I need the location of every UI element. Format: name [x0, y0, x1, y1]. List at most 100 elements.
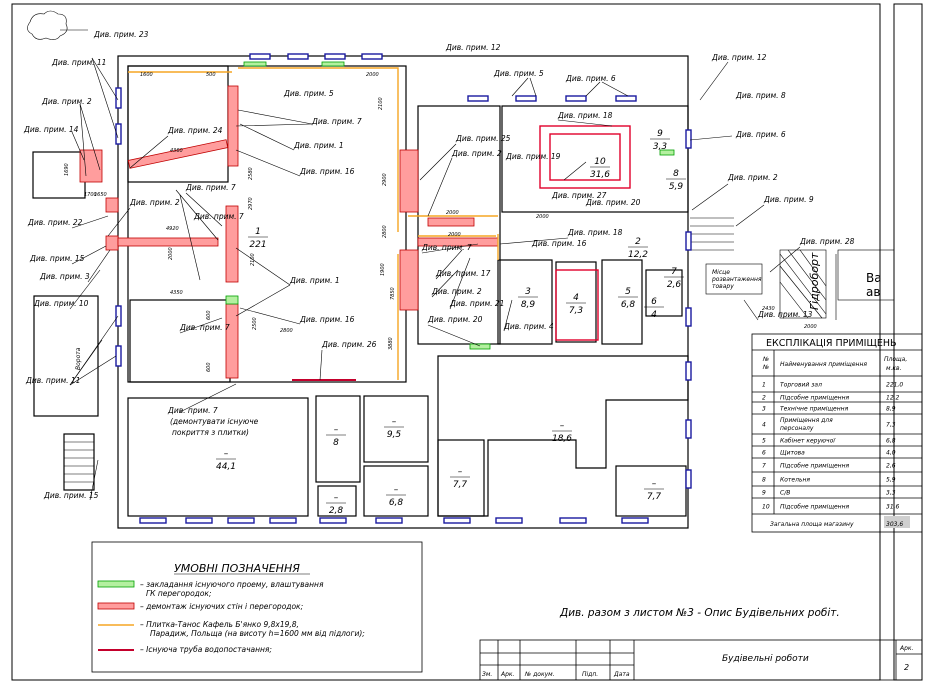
dimension-label: 1700	[84, 192, 97, 198]
leader-line	[179, 383, 237, 413]
note-n20b: Див. прим. 20	[427, 315, 483, 324]
room-18-number: –	[652, 479, 657, 489]
note-n7c: Див. прим. 7	[421, 243, 472, 252]
leader-line	[79, 103, 101, 171]
leader-line	[129, 135, 169, 169]
demolition-walls	[79, 85, 499, 379]
room-3-number: 9	[657, 129, 663, 139]
note-n23: Див. прим. 23	[93, 30, 149, 39]
room-1-number: 1	[255, 227, 261, 237]
leader-line	[91, 57, 119, 139]
building-walls	[32, 55, 689, 529]
room-15-number: –	[394, 485, 399, 495]
tb-col-date: Дата	[613, 671, 630, 678]
explication-row-2-area: 12,2	[886, 395, 900, 402]
dimension-label: 2800	[382, 225, 388, 238]
explication-row-7-name: Підсобне приміщення	[780, 463, 850, 470]
room-10-number: 6	[651, 297, 657, 307]
note-n12b: Див. прим. 12	[711, 53, 767, 62]
tb-col-ark: Арк.	[500, 671, 515, 678]
explication-row-1-no: 1	[762, 382, 766, 389]
note-n9: Див. прим. 9	[763, 195, 814, 204]
room-16-area: 7,7	[453, 480, 468, 490]
note-n6b: Див. прим. 6	[735, 130, 786, 139]
explication-row-4-name: Приміщення для	[780, 417, 833, 424]
leader-line	[499, 237, 569, 245]
leader-line	[185, 192, 223, 227]
note-n4: Див. прим. 4	[503, 322, 554, 331]
note-n16a: Див. прим. 16	[299, 167, 355, 176]
explication-row-5-no: 5	[762, 438, 766, 445]
leader-line	[435, 249, 463, 280]
note-7-demount-1: Див. прим. 7	[167, 406, 218, 415]
leader-line	[235, 247, 291, 286]
note-n21: Див. прим. 21	[449, 299, 504, 308]
loading-area	[705, 249, 895, 320]
room-14-number: –	[334, 493, 339, 503]
legend: УМОВНІ ПОЗНАЧЕННЯ – закладання існуючого…	[91, 541, 423, 673]
legend-4-line-1: – Існуюча труба водопостачання;	[140, 645, 272, 654]
leader-line	[689, 135, 733, 141]
room-12-number: –	[334, 425, 339, 435]
note-n12a: Див. прим. 12	[445, 43, 501, 52]
dimension-label: 2000	[804, 324, 817, 330]
room-16-number: –	[458, 467, 463, 477]
explication-row-10-no: 10	[762, 504, 770, 511]
tb-col-zm: Зм.	[482, 671, 492, 678]
annotation-leaders	[60, 29, 801, 501]
dimension-label: 2000	[446, 210, 459, 216]
room-2-number: 10	[594, 157, 606, 167]
note-n26: Див. прим. 26	[321, 340, 377, 349]
leader-line	[699, 61, 729, 101]
explication-row-9-no: 9	[762, 490, 766, 497]
leader-line	[89, 459, 99, 501]
leader-line	[735, 204, 765, 227]
legend-title: УМОВНІ ПОЗНАЧЕННЯ	[174, 562, 300, 575]
dimension-label: 2900	[382, 173, 388, 186]
dimension-label: 3880	[388, 337, 394, 350]
note-n27: Див. прим. 27	[551, 191, 607, 200]
tb-sheet-label: Арк.	[899, 645, 914, 652]
leader-line	[431, 269, 459, 298]
tile-outline	[128, 67, 499, 380]
explication-row-4-area: 7,3	[886, 422, 896, 429]
dimension-label: 4350	[170, 290, 183, 296]
note-n24: Див. прим. 24	[167, 126, 223, 135]
note-n5a: Див. прим. 5	[493, 69, 544, 78]
header-no-2: №	[762, 364, 769, 371]
room-12-area: 8	[333, 438, 339, 448]
leader-line	[427, 324, 481, 347]
note-7-demount-3: покриття з плитки)	[172, 428, 249, 437]
leader-line	[69, 315, 119, 386]
room-15-area: 6,8	[389, 498, 404, 508]
legend-1-line-1: – закладання існуючого проему, влаштуван…	[140, 580, 324, 589]
header-area-1: Площа,	[884, 356, 907, 363]
explication-row-6-area: 4,0	[886, 450, 896, 457]
room-18-area: 7,7	[647, 492, 662, 502]
leader-line	[239, 307, 301, 325]
note-n16b: Див. прим. 16	[531, 239, 587, 248]
leader-line	[503, 299, 513, 332]
cloud-symbol	[27, 10, 68, 40]
partial-right-1: Ва	[866, 271, 882, 285]
total-value: 303,6	[886, 521, 903, 528]
room-3-area: 3,3	[653, 142, 668, 152]
dimension-label: 500	[206, 72, 216, 78]
room-4-area: 5,9	[669, 182, 684, 192]
note-n15b: Див. прим. 15	[43, 491, 99, 500]
leader-line	[235, 284, 291, 317]
header-name: Найменування приміщення	[780, 361, 867, 368]
explication-row-3-no: 3	[762, 406, 766, 413]
leader-line	[239, 123, 295, 151]
leader-line	[235, 149, 301, 177]
side-strip	[893, 3, 923, 681]
room-7-area: 8,9	[521, 300, 536, 310]
dimension-label: 2800	[280, 328, 293, 334]
note-7-demount-2: (демонтувати існуюче	[170, 417, 259, 426]
room-5-area: 12,2	[628, 250, 648, 260]
explication-row-6-no: 6	[762, 450, 766, 457]
dimension-label: 1690	[64, 163, 70, 176]
dimension-label: 600	[206, 362, 212, 372]
explication-title: ЕКСПЛІКАЦІЯ ПРИМІЩЕНЬ	[766, 338, 897, 349]
